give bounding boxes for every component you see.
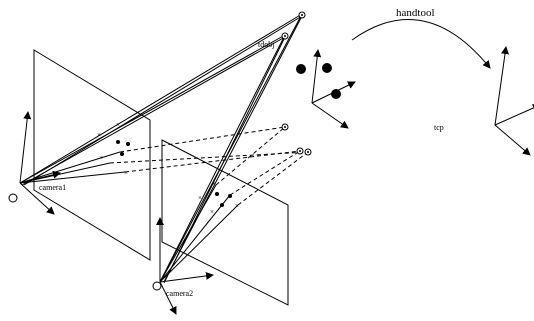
svg-text:×: × <box>99 154 103 162</box>
svg-text:×: × <box>124 169 128 177</box>
camera1-projection-rays <box>19 13 309 186</box>
svg-text:×: × <box>212 180 216 188</box>
tcp-label: tcp <box>434 123 444 132</box>
svg-text:×: × <box>116 121 120 129</box>
camera2-optical-center <box>152 281 162 291</box>
camera2-image-plane <box>161 139 289 306</box>
camera2-frame <box>156 217 214 315</box>
camera1-optical-center <box>8 193 18 203</box>
camera1-label: camera1 <box>39 183 66 192</box>
svg-text:×: × <box>210 208 214 216</box>
tdobj-markers <box>296 63 341 99</box>
handtool-arrow <box>351 19 491 69</box>
svg-text:×: × <box>235 202 239 210</box>
tdobj-frame <box>311 49 356 129</box>
tdobj-label: tdobj <box>258 40 274 49</box>
object-points <box>281 11 312 156</box>
camera2-projection-rays <box>159 13 309 284</box>
handtool-label: handtool <box>396 7 435 19</box>
svg-text:×: × <box>97 131 101 139</box>
svg-text:×: × <box>198 194 202 202</box>
tcp-frame <box>494 46 534 156</box>
camera2-image-points: × × × × <box>198 180 239 216</box>
camera1-image-plane <box>33 49 151 261</box>
camera2-label: camera2 <box>166 289 193 298</box>
camera1-image-points: × × × × <box>97 121 130 177</box>
